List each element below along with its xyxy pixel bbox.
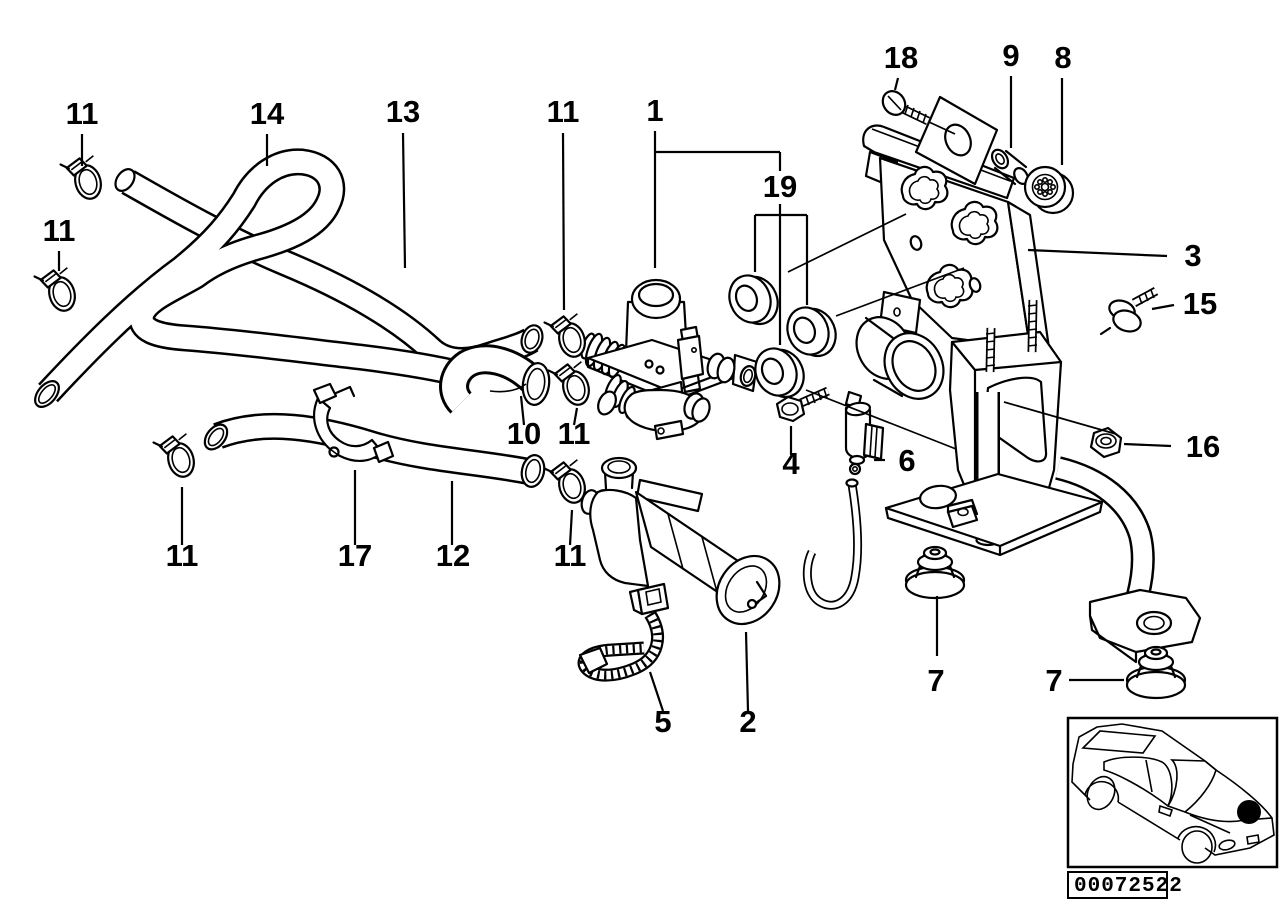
part-number-label: 18 <box>884 40 918 75</box>
auxiliary-water-pump <box>577 456 781 682</box>
bracket-leg <box>1054 456 1202 664</box>
hose-14 <box>34 148 476 408</box>
part-number-label: 11 <box>166 538 199 573</box>
pointer-line <box>805 389 957 450</box>
part-number-label: 15 <box>1183 286 1217 321</box>
leader-line <box>568 509 574 546</box>
leader-line <box>1151 303 1175 311</box>
part-number-label: 5 <box>654 704 671 739</box>
part-number-label: 1 <box>646 93 663 128</box>
drain-hose <box>802 478 863 610</box>
part-number-label: 17 <box>338 538 372 573</box>
rubber-mount-15 <box>1099 287 1159 336</box>
stud-a <box>985 327 996 373</box>
leader-line <box>572 407 579 426</box>
leader-line <box>744 631 750 712</box>
part-number-label: 16 <box>1186 429 1220 464</box>
bolt-18 <box>881 90 930 126</box>
image-code: 00072522 <box>1074 875 1183 898</box>
part-number-label: 19 <box>763 169 797 204</box>
pointer-line <box>1003 401 1117 435</box>
hose-10-elbow <box>439 344 551 414</box>
part-number-label: 4 <box>782 446 800 481</box>
bolt-4 <box>775 386 830 423</box>
part-number-label: 11 <box>547 94 580 129</box>
part-number-label: 2 <box>739 704 756 739</box>
mounting-bracket <box>855 95 1202 664</box>
part-number-label: 9 <box>1002 38 1019 73</box>
pump-holder-sleeve <box>855 316 945 400</box>
part-number-label: 3 <box>1184 238 1201 273</box>
bracket-hose-clips <box>900 165 999 309</box>
part-number-label: 11 <box>554 538 587 573</box>
nut-16 <box>1089 426 1123 459</box>
sleeve-9 <box>990 148 1029 186</box>
pointer-line <box>835 267 965 317</box>
part-number-label: 11 <box>43 213 76 248</box>
leader-line <box>1027 248 1168 258</box>
leader-line <box>1123 442 1172 448</box>
foot-plate <box>884 472 1104 557</box>
part-number-label: 13 <box>386 94 420 129</box>
part-number-label: 12 <box>436 538 470 573</box>
location-dot <box>1237 800 1261 824</box>
part-number-label: 6 <box>898 443 915 478</box>
part-number-label: 7 <box>927 663 944 698</box>
stud-b <box>1027 299 1038 353</box>
valve-right-outlet <box>706 352 759 393</box>
part-number-label: 14 <box>250 96 285 131</box>
leader-line <box>648 671 665 712</box>
leader-line <box>561 132 566 311</box>
leader-line <box>893 77 900 91</box>
valve-connector <box>676 325 705 394</box>
code-plate: 00072522 <box>1067 871 1183 899</box>
buffer-8 <box>1023 165 1075 215</box>
car-outline <box>1071 723 1275 864</box>
part-number-label: 11 <box>558 416 591 451</box>
leader-line <box>519 395 526 426</box>
part-number-label: 7 <box>1045 663 1062 698</box>
part-number-label: 11 <box>66 96 99 131</box>
part-number-label: 8 <box>1054 40 1071 75</box>
pointer-line <box>928 121 956 135</box>
water-valve <box>580 278 759 441</box>
leader-line <box>401 132 407 269</box>
pipe-clip-17 <box>312 382 395 464</box>
pump-connector <box>628 582 670 616</box>
pump-cable <box>577 610 664 682</box>
part-number-label: 10 <box>507 416 541 451</box>
car-location-inset <box>1066 716 1279 869</box>
check-valve-6 <box>844 390 885 476</box>
